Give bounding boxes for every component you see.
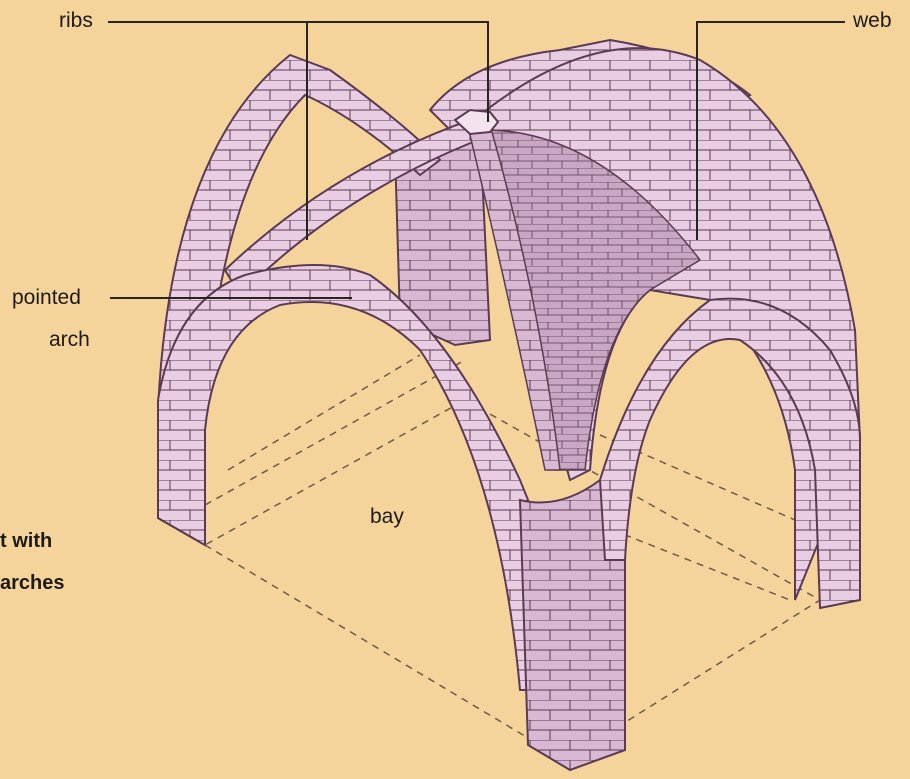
caption-line1: t with xyxy=(0,527,52,556)
pointed-arch-label-line1: pointed xyxy=(12,285,81,310)
front-right-arch xyxy=(600,299,860,608)
caption-line2: arches xyxy=(0,569,65,598)
bay-label: bay xyxy=(370,504,404,529)
web-label: web xyxy=(853,8,892,33)
ribs-label: ribs xyxy=(59,8,93,33)
pointed-arch-label-line2: arch xyxy=(49,327,90,352)
